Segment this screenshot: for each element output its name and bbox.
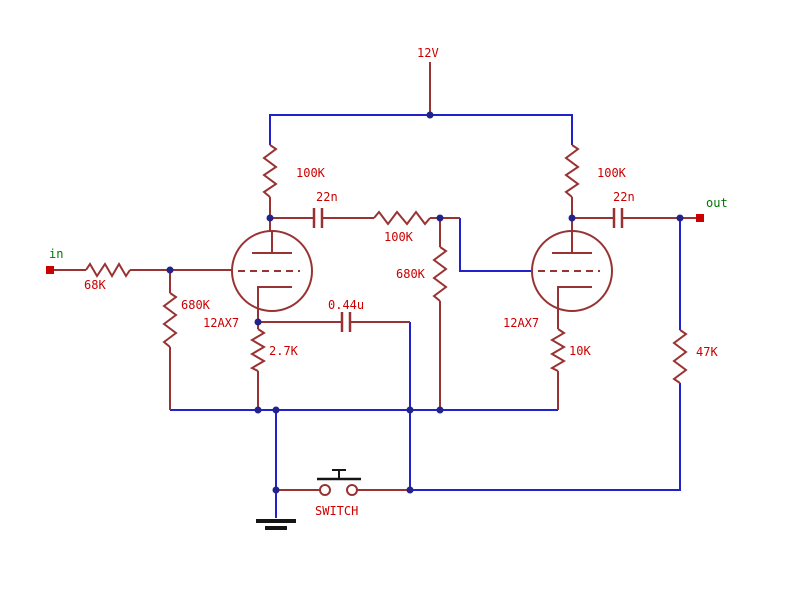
input-endpoint [46,266,54,274]
output-label: out [706,196,728,210]
blue-wires [170,114,681,518]
resistor-zigzag [564,144,580,198]
resistor-zigzag [85,262,131,278]
junction-dot [426,111,434,119]
junction-dots [166,111,684,494]
output-endpoint [696,214,704,222]
resistor-input-gridleak: 680K [162,292,211,348]
resistor-zigzag [262,144,278,198]
resistor-output-load-label: 47K [696,345,718,359]
capacitor-coupling-right: 22n [612,190,635,228]
ground-symbol [256,519,296,530]
resistor-input-series-label: 68K [84,278,106,292]
tube-cathode-line [557,286,592,309]
resistor-input-series: 68K [84,262,131,292]
junction-dot [266,214,274,222]
resistor-cathode-left: 2.7K [249,328,299,372]
supply-voltage-label: 12V [417,46,439,60]
tube-cathode-line [257,286,292,309]
junction-dot [406,486,414,494]
capacitor-cathode-bypass-label: 0.44u [328,298,364,312]
switch-terminal [319,484,331,496]
input-terminal: in [46,247,63,274]
junction-dot [254,318,262,326]
capacitor-cathode-bypass: 0.44u [328,298,364,332]
resistor-plate-right: 100K [564,144,627,198]
junction-dot [254,406,262,414]
junction-dot [436,214,444,222]
capacitor-coupling-left: 22n [312,190,338,228]
input-label: in [49,247,63,261]
switch-terminal [346,484,358,496]
resistor-interstage-label: 100K [384,230,414,244]
junction-dot [272,406,280,414]
resistor-zigzag [432,246,448,302]
resistor-plate-right-label: 100K [597,166,627,180]
resistor-zigzag [672,329,688,384]
tube-left-label: 12AX7 [203,316,239,330]
junction-dot [676,214,684,222]
resistor-plate-left-label: 100K [296,166,326,180]
tube-right-label: 12AX7 [503,316,539,330]
resistor-gridleak-mid-label: 680K [396,267,426,281]
interstage-grid-wire [459,218,532,272]
capacitor-coupling-right-label: 22n [613,190,635,204]
switch-label: SWITCH [315,504,358,518]
switch: SWITCH [315,469,361,518]
junction-dot [436,406,444,414]
resistor-cathode-right-label: 10K [569,344,591,358]
junction-dot [568,214,576,222]
output-terminal: out [696,196,728,222]
switch-row-wire [410,383,681,491]
resistor-plate-left: 100K [262,144,326,198]
resistor-output-load: 47K [672,329,718,384]
resistor-input-gridleak-label: 680K [181,298,211,312]
capacitor-coupling-left-label: 22n [316,190,338,204]
junction-dot [406,406,414,414]
resistor-zigzag [373,210,431,226]
tube-right: 12AX7 [503,230,613,330]
resistor-gridleak-mid: 680K [396,246,448,302]
resistor-interstage: 100K [373,210,431,244]
resistor-cathode-left-label: 2.7K [269,344,299,358]
resistor-zigzag [549,328,566,372]
junction-dot [166,266,174,274]
resistor-cathode-right: 10K [549,328,591,372]
red-wires [53,62,696,491]
tube-left: 12AX7 [203,230,313,330]
power-rail-wire [269,114,573,145]
junction-dot [272,486,280,494]
resistor-zigzag [249,328,266,372]
resistor-zigzag [162,292,178,348]
